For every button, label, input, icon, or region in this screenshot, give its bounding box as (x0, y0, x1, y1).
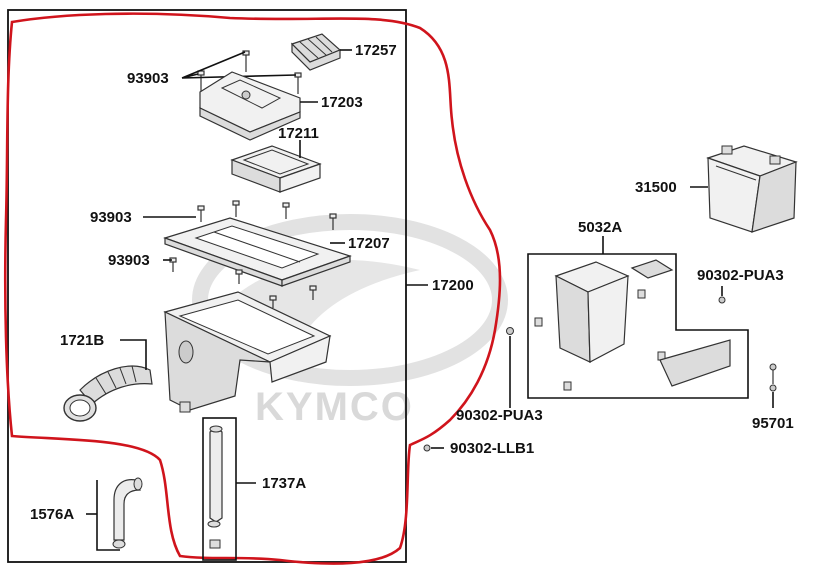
label-95701: 95701 (752, 415, 794, 432)
part-17207-gasket[interactable] (163, 217, 352, 287)
label-90302-PUA3-mid: 90302-PUA3 (456, 407, 543, 424)
label-5032A: 5032A (578, 219, 622, 236)
part-1576A-hose[interactable] (112, 477, 143, 549)
label-17207: 17207 (348, 235, 390, 252)
label-17200: 17200 (432, 277, 474, 294)
part-31500-battery[interactable] (706, 145, 798, 233)
label-17203: 17203 (321, 94, 363, 111)
part-1721B-duct[interactable] (63, 365, 153, 422)
frame-1737A (202, 417, 237, 561)
label-90302-PUA3-right: 90302-PUA3 (697, 267, 784, 284)
label-1721B: 1721B (60, 332, 104, 349)
bolt-95701 (769, 363, 777, 392)
bracket-1576A (96, 480, 120, 551)
watermark-text: KYMCO (255, 385, 414, 429)
part-17257-pad[interactable] (290, 33, 342, 71)
highlight-outline (3, 12, 502, 565)
screws-93903-mid (197, 200, 337, 230)
label-1737A: 1737A (262, 475, 306, 492)
part-1737A-tube[interactable] (207, 425, 223, 549)
bolt-90302-LLB1 (423, 444, 431, 452)
label-17211: 17211 (278, 125, 319, 142)
bolt-90302-PUA3-right (718, 296, 726, 304)
part-airbox-case[interactable] (163, 291, 332, 413)
label-31500: 31500 (635, 179, 677, 196)
part-5032A-battery-box[interactable] (534, 259, 731, 391)
part-17203-cover[interactable] (199, 71, 301, 141)
assembly-frame-17200 (7, 9, 407, 563)
screws-93903-low (169, 257, 317, 308)
label-93903-mid: 93903 (90, 209, 132, 226)
label-93903-low: 93903 (108, 252, 150, 269)
bolt-90302-PUA3-mid (506, 327, 514, 335)
label-93903-top: 93903 (127, 70, 169, 87)
label-1576A: 1576A (30, 506, 74, 523)
leader-1721B (120, 339, 147, 370)
label-17257: 17257 (355, 42, 397, 59)
frame-5032A (527, 253, 749, 399)
label-90302-LLB1: 90302-LLB1 (450, 440, 534, 457)
part-17211-filter[interactable] (230, 145, 322, 193)
